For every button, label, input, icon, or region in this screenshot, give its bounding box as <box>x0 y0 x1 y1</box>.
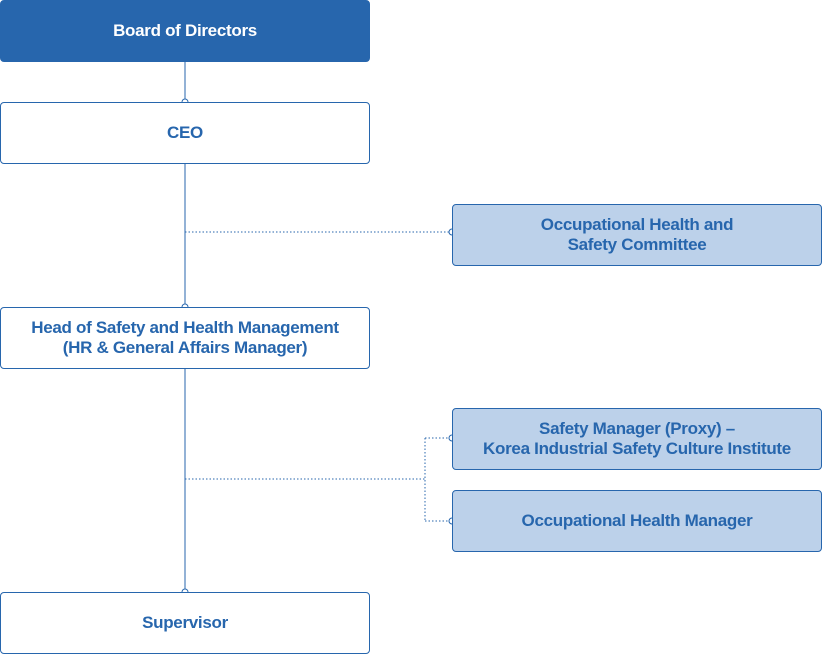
node-ceo: CEO <box>0 102 370 164</box>
node-board-of-directors: Board of Directors <box>0 0 370 62</box>
node-label-line2: (HR & General Affairs Manager) <box>62 338 308 357</box>
node-safety-manager: Safety Manager (Proxy) – Korea Industria… <box>452 408 822 470</box>
node-supervisor: Supervisor <box>0 592 370 654</box>
node-occupational-health-safety-committee: Occupational Health and Safety Committee <box>452 204 822 266</box>
node-label: Board of Directors <box>113 21 257 40</box>
node-occupational-health-manager: Occupational Health Manager <box>452 490 822 552</box>
node-label-line1: Occupational Health and <box>540 215 734 234</box>
node-head-of-safety-health: Head of Safety and Health Management (HR… <box>0 307 370 369</box>
node-label: Occupational Health Manager <box>521 511 753 530</box>
node-label: Supervisor <box>142 613 228 632</box>
node-label-line1: Safety Manager (Proxy) – <box>539 419 735 438</box>
node-label: CEO <box>167 123 203 142</box>
node-label-line1: Head of Safety and Health Management <box>31 318 339 337</box>
node-label-line2: Safety Committee <box>567 235 707 254</box>
node-label-line2: Korea Industrial Safety Culture Institut… <box>483 439 791 458</box>
